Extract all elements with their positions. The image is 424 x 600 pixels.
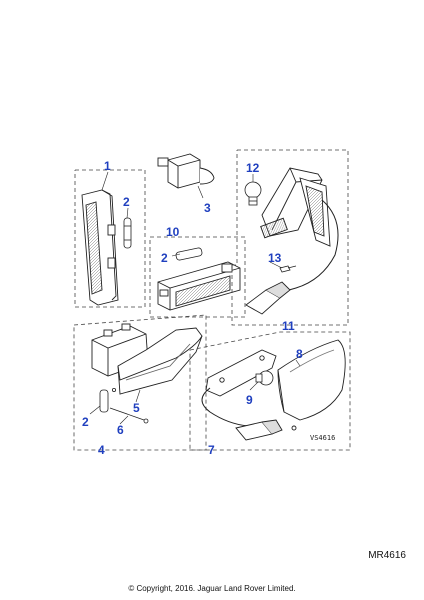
callout-1: 1 xyxy=(104,159,111,173)
callout-2b: 2 xyxy=(161,251,168,265)
switch-3 xyxy=(157,153,215,189)
callout-10: 10 xyxy=(166,225,180,239)
group-10-box xyxy=(149,236,246,318)
bulb-2a xyxy=(123,217,132,249)
drawing-code: VS4616 xyxy=(310,434,335,442)
connector-11 xyxy=(245,281,291,315)
callout-5: 5 xyxy=(133,401,140,415)
callout-7: 7 xyxy=(208,443,215,457)
callout-2c: 2 xyxy=(82,415,89,429)
callout-9: 9 xyxy=(246,393,253,407)
reference-number: MR4616 xyxy=(368,550,406,561)
group-11-box xyxy=(231,149,349,326)
bracket-7 xyxy=(205,349,277,397)
lens-8 xyxy=(277,339,346,421)
bulb-9 xyxy=(255,370,274,386)
wire-11 xyxy=(281,199,339,293)
lamp-housing-11 xyxy=(260,167,331,247)
callout-2a: 2 xyxy=(123,195,130,209)
callout-6: 6 xyxy=(117,423,124,437)
lens-5 xyxy=(117,327,203,395)
bulb-2b xyxy=(175,247,203,261)
wire-7 xyxy=(201,387,249,427)
copyright-notice: © Copyright, 2016. Jaguar Land Rover Lim… xyxy=(128,584,296,593)
screw-13 xyxy=(279,265,297,273)
group-1-box xyxy=(74,169,146,308)
callout-11: 11 xyxy=(282,319,295,333)
connector-7 xyxy=(235,419,297,441)
callout-3: 3 xyxy=(204,201,211,215)
screw-6 xyxy=(109,387,149,424)
callout-13: 13 xyxy=(268,251,282,265)
bulb-12 xyxy=(244,181,262,206)
callout-12: 12 xyxy=(246,161,260,175)
bulb-2c xyxy=(99,389,109,413)
leader-lines xyxy=(89,171,301,425)
group-7-box xyxy=(189,331,351,451)
callout-4: 4 xyxy=(98,443,105,457)
lamp-unit-10 xyxy=(157,261,241,311)
callout-8: 8 xyxy=(296,347,303,361)
lamp-unit-1 xyxy=(81,189,119,306)
